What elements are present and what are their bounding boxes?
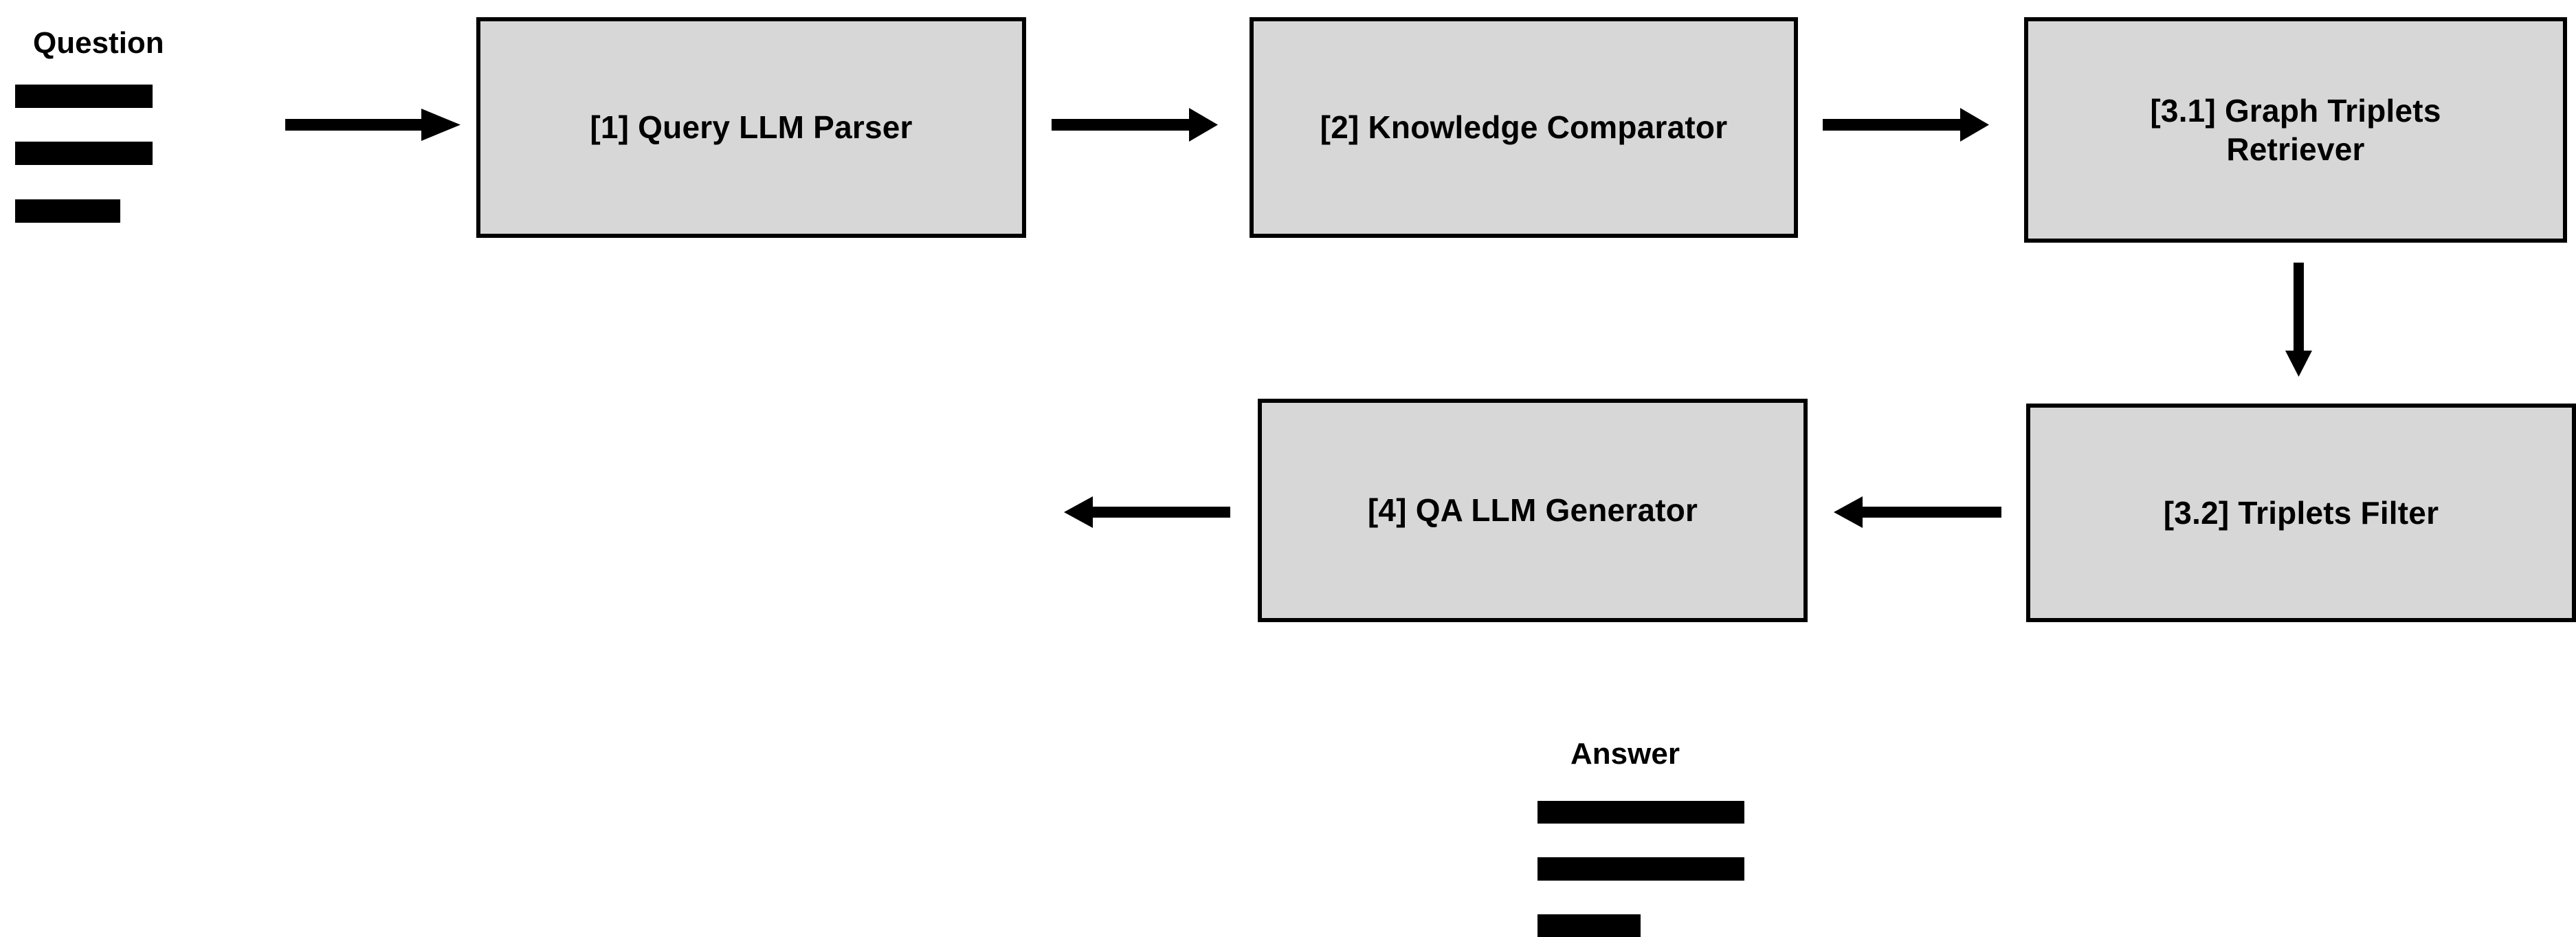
question-text-line-1 bbox=[15, 85, 153, 108]
arrow-layer bbox=[285, 108, 2312, 528]
arrow-question-to-query-parser bbox=[285, 109, 460, 141]
node-qa-llm-generator-label: [4] QA LLM Generator bbox=[1367, 492, 1698, 529]
node-graph-triplets-retriever[interactable]: [3.1] Graph Triplets Retriever bbox=[2024, 17, 2567, 243]
node-knowledge-comparator-label: [2] Knowledge Comparator bbox=[1320, 109, 1728, 146]
arrow-query-parser-to-knowledge-comparator bbox=[1052, 108, 1218, 142]
arrow-graph-retriever-to-triplets-filter bbox=[2285, 263, 2312, 377]
arrow-qa-generator-to-answer bbox=[1064, 496, 1230, 528]
node-graph-triplets-retriever-label: [3.1] Graph Triplets Retriever bbox=[2150, 92, 2441, 167]
answer-text-line-2 bbox=[1537, 857, 1744, 881]
question-text-line-2 bbox=[15, 142, 153, 165]
answer-text-line-1 bbox=[1537, 801, 1744, 824]
question-input-block: Question bbox=[0, 0, 289, 247]
answer-label: Answer bbox=[1570, 737, 1680, 771]
answer-text-line-3 bbox=[1537, 914, 1641, 937]
node-knowledge-comparator[interactable]: [2] Knowledge Comparator bbox=[1250, 17, 1798, 238]
question-label: Question bbox=[33, 26, 164, 60]
node-query-llm-parser-label: [1] Query LLM Parser bbox=[590, 109, 913, 146]
node-qa-llm-generator[interactable]: [4] QA LLM Generator bbox=[1258, 399, 1808, 622]
question-text-line-3 bbox=[15, 199, 120, 223]
node-query-llm-parser[interactable]: [1] Query LLM Parser bbox=[476, 17, 1026, 238]
node-triplets-filter[interactable]: [3.2] Triplets Filter bbox=[2026, 404, 2576, 622]
arrow-triplets-filter-to-qa-generator bbox=[1834, 496, 2001, 528]
node-triplets-filter-label: [3.2] Triplets Filter bbox=[2163, 494, 2439, 531]
arrow-knowledge-comparator-to-graph-retriever bbox=[1823, 108, 1989, 142]
